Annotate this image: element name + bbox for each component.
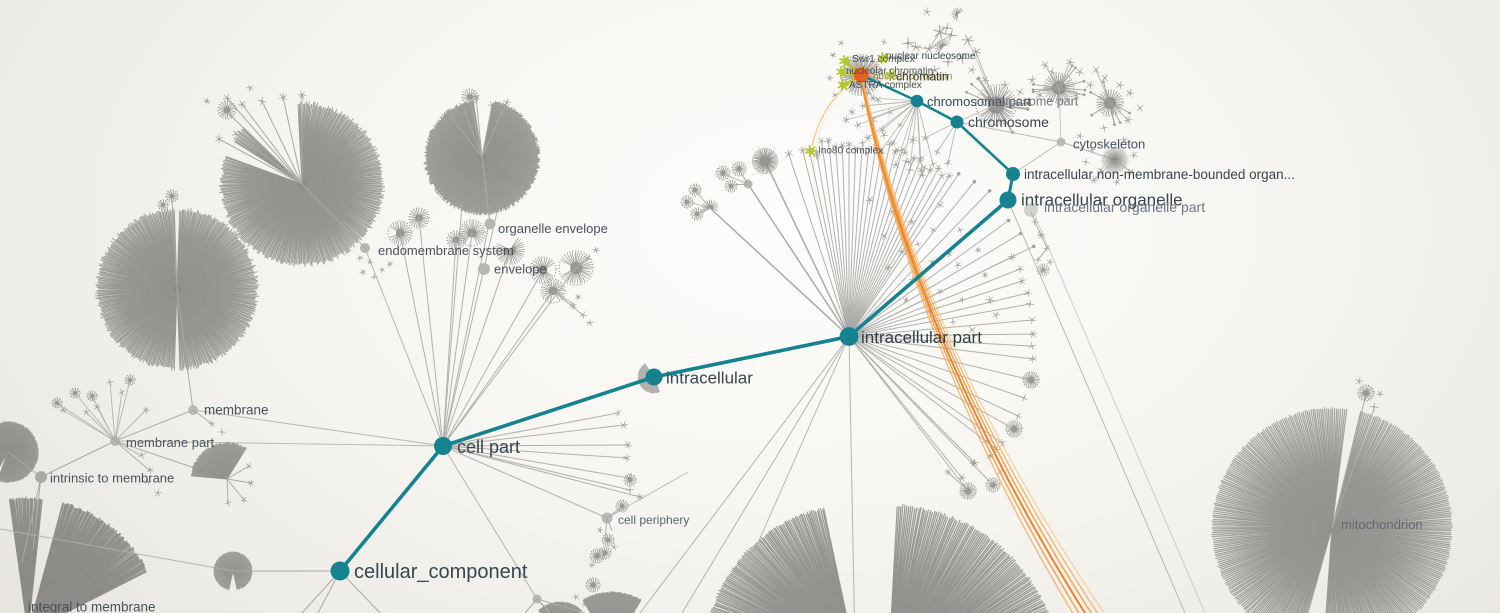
svg-text:cellular_component: cellular_component: [354, 561, 528, 583]
svg-text:intracellular: intracellular: [666, 369, 753, 388]
svg-text:integral to membrane: integral to membrane: [28, 600, 156, 613]
svg-text:endomembrane system: endomembrane system: [378, 243, 514, 258]
svg-text:cell part: cell part: [457, 437, 520, 457]
svg-text:cell periphery: cell periphery: [618, 513, 689, 527]
svg-text:envelope: envelope: [494, 262, 547, 277]
svg-text:intracellular organelle: intracellular organelle: [1021, 191, 1183, 210]
svg-text:chromosome part: chromosome part: [981, 95, 1079, 109]
svg-text:membrane part: membrane part: [126, 435, 215, 450]
svg-text:intracellular part: intracellular part: [861, 328, 982, 347]
svg-text:nucleolar chromatin: nucleolar chromatin: [846, 66, 933, 77]
svg-text:intrinsic to membrane: intrinsic to membrane: [50, 471, 174, 486]
svg-text:chromosomal part: chromosomal part: [927, 94, 1031, 109]
svg-text:Swr1 complex: Swr1 complex: [852, 54, 915, 65]
svg-text:ASTRA complex: ASTRA complex: [849, 80, 922, 91]
svg-text:chromatin: chromatin: [896, 70, 949, 84]
svg-text:Ino80 complex: Ino80 complex: [818, 146, 883, 157]
svg-text:chromosome: chromosome: [968, 114, 1049, 130]
svg-text:membrane: membrane: [204, 403, 269, 418]
svg-text:cytoskeleton: cytoskeleton: [1073, 137, 1145, 152]
svg-text:intracellular organelle part: intracellular organelle part: [1044, 199, 1205, 215]
svg-text:organelle envelope: organelle envelope: [498, 221, 608, 236]
svg-text:mitochondrion: mitochondrion: [1341, 517, 1423, 532]
svg-text:nuclear chromatin: nuclear chromatin: [873, 72, 952, 83]
svg-text:nuclear nucleosome: nuclear nucleosome: [886, 51, 976, 62]
svg-text:intracellular non-membrane-bou: intracellular non-membrane-bounded organ…: [1024, 167, 1295, 182]
